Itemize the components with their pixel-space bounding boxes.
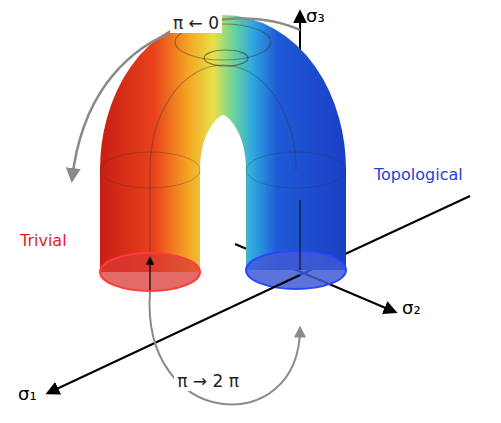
phase-label: Trivial xyxy=(20,232,67,250)
phase-label: Topological xyxy=(374,166,463,184)
axis-label: σ₁ xyxy=(18,384,37,404)
axis-label: σ₃ xyxy=(306,6,325,26)
phase-label: π ← 0 xyxy=(170,14,222,33)
axis-label: σ₂ xyxy=(402,298,421,318)
phase-label: π → 2 π xyxy=(174,372,242,391)
